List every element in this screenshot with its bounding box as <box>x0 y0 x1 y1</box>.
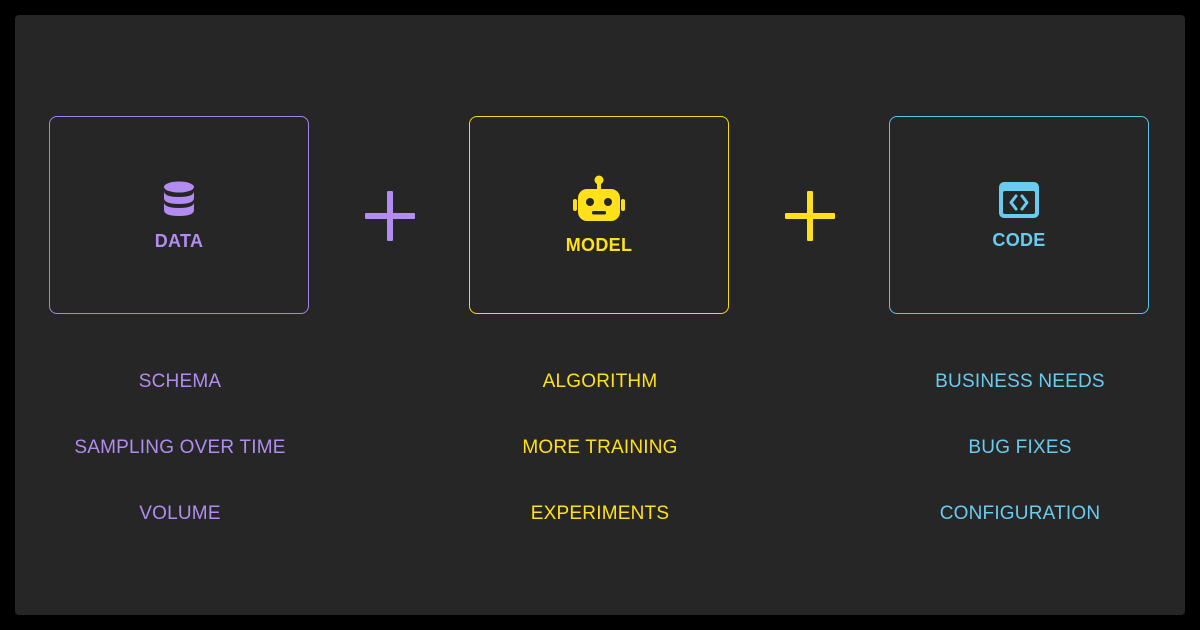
data-items-list: SCHEMA SAMPLING OVER TIME VOLUME <box>30 365 330 563</box>
robot-icon <box>573 175 625 221</box>
list-item: EXPERIMENTS <box>530 503 670 524</box>
plus-icon <box>365 191 415 241</box>
code-card: CODE <box>889 116 1149 314</box>
model-card: MODEL <box>469 116 729 314</box>
model-title: MODEL <box>565 235 633 255</box>
list-item: CONFIGURATION <box>939 503 1101 524</box>
plus-icon <box>785 191 835 241</box>
code-title: CODE <box>992 230 1046 250</box>
list-item: BUG FIXES <box>968 437 1072 458</box>
list-item: SAMPLING OVER TIME <box>74 437 286 458</box>
list-item: ALGORITHM <box>542 371 658 392</box>
code-window-icon <box>999 182 1039 218</box>
list-item: VOLUME <box>139 503 221 524</box>
model-items-list: ALGORITHM MORE TRAINING EXPERIMENTS <box>450 365 750 563</box>
code-items-list: BUSINESS NEEDS BUG FIXES CONFIGURATION <box>870 365 1170 563</box>
data-card: DATA <box>49 116 309 314</box>
list-item: SCHEMA <box>138 371 222 392</box>
list-item: BUSINESS NEEDS <box>935 371 1105 392</box>
data-title: DATA <box>154 231 204 251</box>
diagram-canvas: DATA MODEL CODE <box>15 15 1185 615</box>
database-icon <box>164 181 194 216</box>
list-item: MORE TRAINING <box>522 437 678 458</box>
